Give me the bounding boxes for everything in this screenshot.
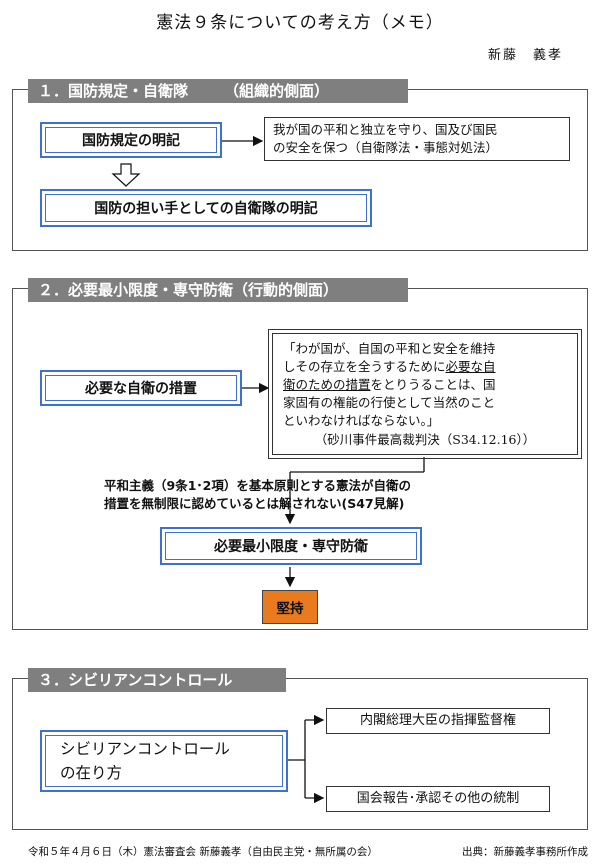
- footer: 令和５年４月６日（木）憲法審査会 新藤義孝（自由民主党・無所属の会） 出典：新藤…: [28, 844, 588, 859]
- civilian-control-line-2: の在り方: [60, 764, 123, 782]
- civilian-control-line-1: シビリアンコントロール: [60, 740, 230, 758]
- section-1-header: １．国防規定・自衛隊 （組織的側面）: [28, 79, 408, 103]
- section-1-number: １．: [38, 82, 69, 100]
- footer-date-source: 令和５年４月６日（木）憲法審査会 新藤義孝（自由民主党・無所属の会）: [28, 846, 378, 858]
- box-self-defense-measures: 必要な自衛の措置: [40, 370, 242, 406]
- section-2-number: ２．: [38, 281, 69, 299]
- section-1-sub: （組織的側面）: [224, 82, 330, 100]
- box-defense-provision: 国防規定の明記: [40, 122, 222, 158]
- section-2-header: ２．必要最小限度・専守防衛（行動的側面）: [28, 278, 408, 302]
- purpose-line-1: 我が国の平和と独立を守り、国及び国民: [273, 122, 498, 137]
- quote-line-4: 家固有の権能の行使として当然のこと: [283, 395, 496, 410]
- quote-line-2b: 必要な自: [445, 359, 496, 374]
- box-maintain: 堅持: [262, 590, 318, 624]
- box-diet-report: 国会報告･承認その他の統制: [326, 786, 550, 812]
- page-title: 憲法９条についての考え方（メモ）: [156, 13, 444, 33]
- section-3-label: シビリアンコントロール: [68, 671, 233, 689]
- quote-citation: （砂川事件最高裁判決（S34.12.16））: [314, 432, 536, 447]
- box-defense-purpose: 我が国の平和と独立を守り、国及び国民 の安全を保つ（自衛隊法・事態対処法）: [264, 117, 570, 161]
- section-1-label: 国防規定・自衛隊: [68, 82, 189, 100]
- purpose-line-2: の安全を保つ（自衛隊法・事態対処法）: [273, 140, 499, 155]
- note-line-2: 措置を無制限に認めているとは解されない(S47見解): [104, 496, 405, 511]
- section-3-number: ３．: [38, 671, 69, 689]
- author-name: 新藤 義孝: [488, 48, 564, 63]
- quote-line-2a: しその存立を全うするために: [283, 359, 446, 374]
- box-civilian-control: シビリアンコントロール の在り方: [40, 730, 288, 792]
- hollow-down-arrow-icon: [111, 163, 141, 187]
- quote-line-1: 「わが国が、自国の平和と安全を維持: [283, 341, 496, 356]
- footer-credit: 出典：新藤義孝事務所作成: [462, 846, 588, 858]
- quote-sunakawa: 「わが国が、自国の平和と安全を維持 しその存立を全うするために必要な自 衛のため…: [268, 329, 582, 459]
- box-minimum-exclusive-defense: 必要最小限度・専守防衛: [160, 527, 422, 565]
- section-3-header: ３．シビリアンコントロール: [28, 668, 286, 692]
- box-sdf-specification: 国防の担い手としての自衛隊の明記: [40, 189, 372, 227]
- note-s47-view: 平和主義（9条1･2項）を基本原則とする憲法が自衛の 措置を無制限に認めていると…: [104, 477, 524, 513]
- section-2-label: 必要最小限度・専守防衛（行動的側面）: [68, 281, 339, 299]
- quote-line-3b: をとりうることは、国: [370, 377, 496, 392]
- quote-line-3a: 衛のための措置: [283, 377, 371, 392]
- note-line-1: 平和主義（9条1･2項）を基本原則とする憲法が自衛の: [104, 478, 411, 493]
- quote-line-5: といわなければならない。」: [283, 413, 440, 428]
- box-pm-command: 内閣総理大臣の指揮監督権: [326, 708, 550, 734]
